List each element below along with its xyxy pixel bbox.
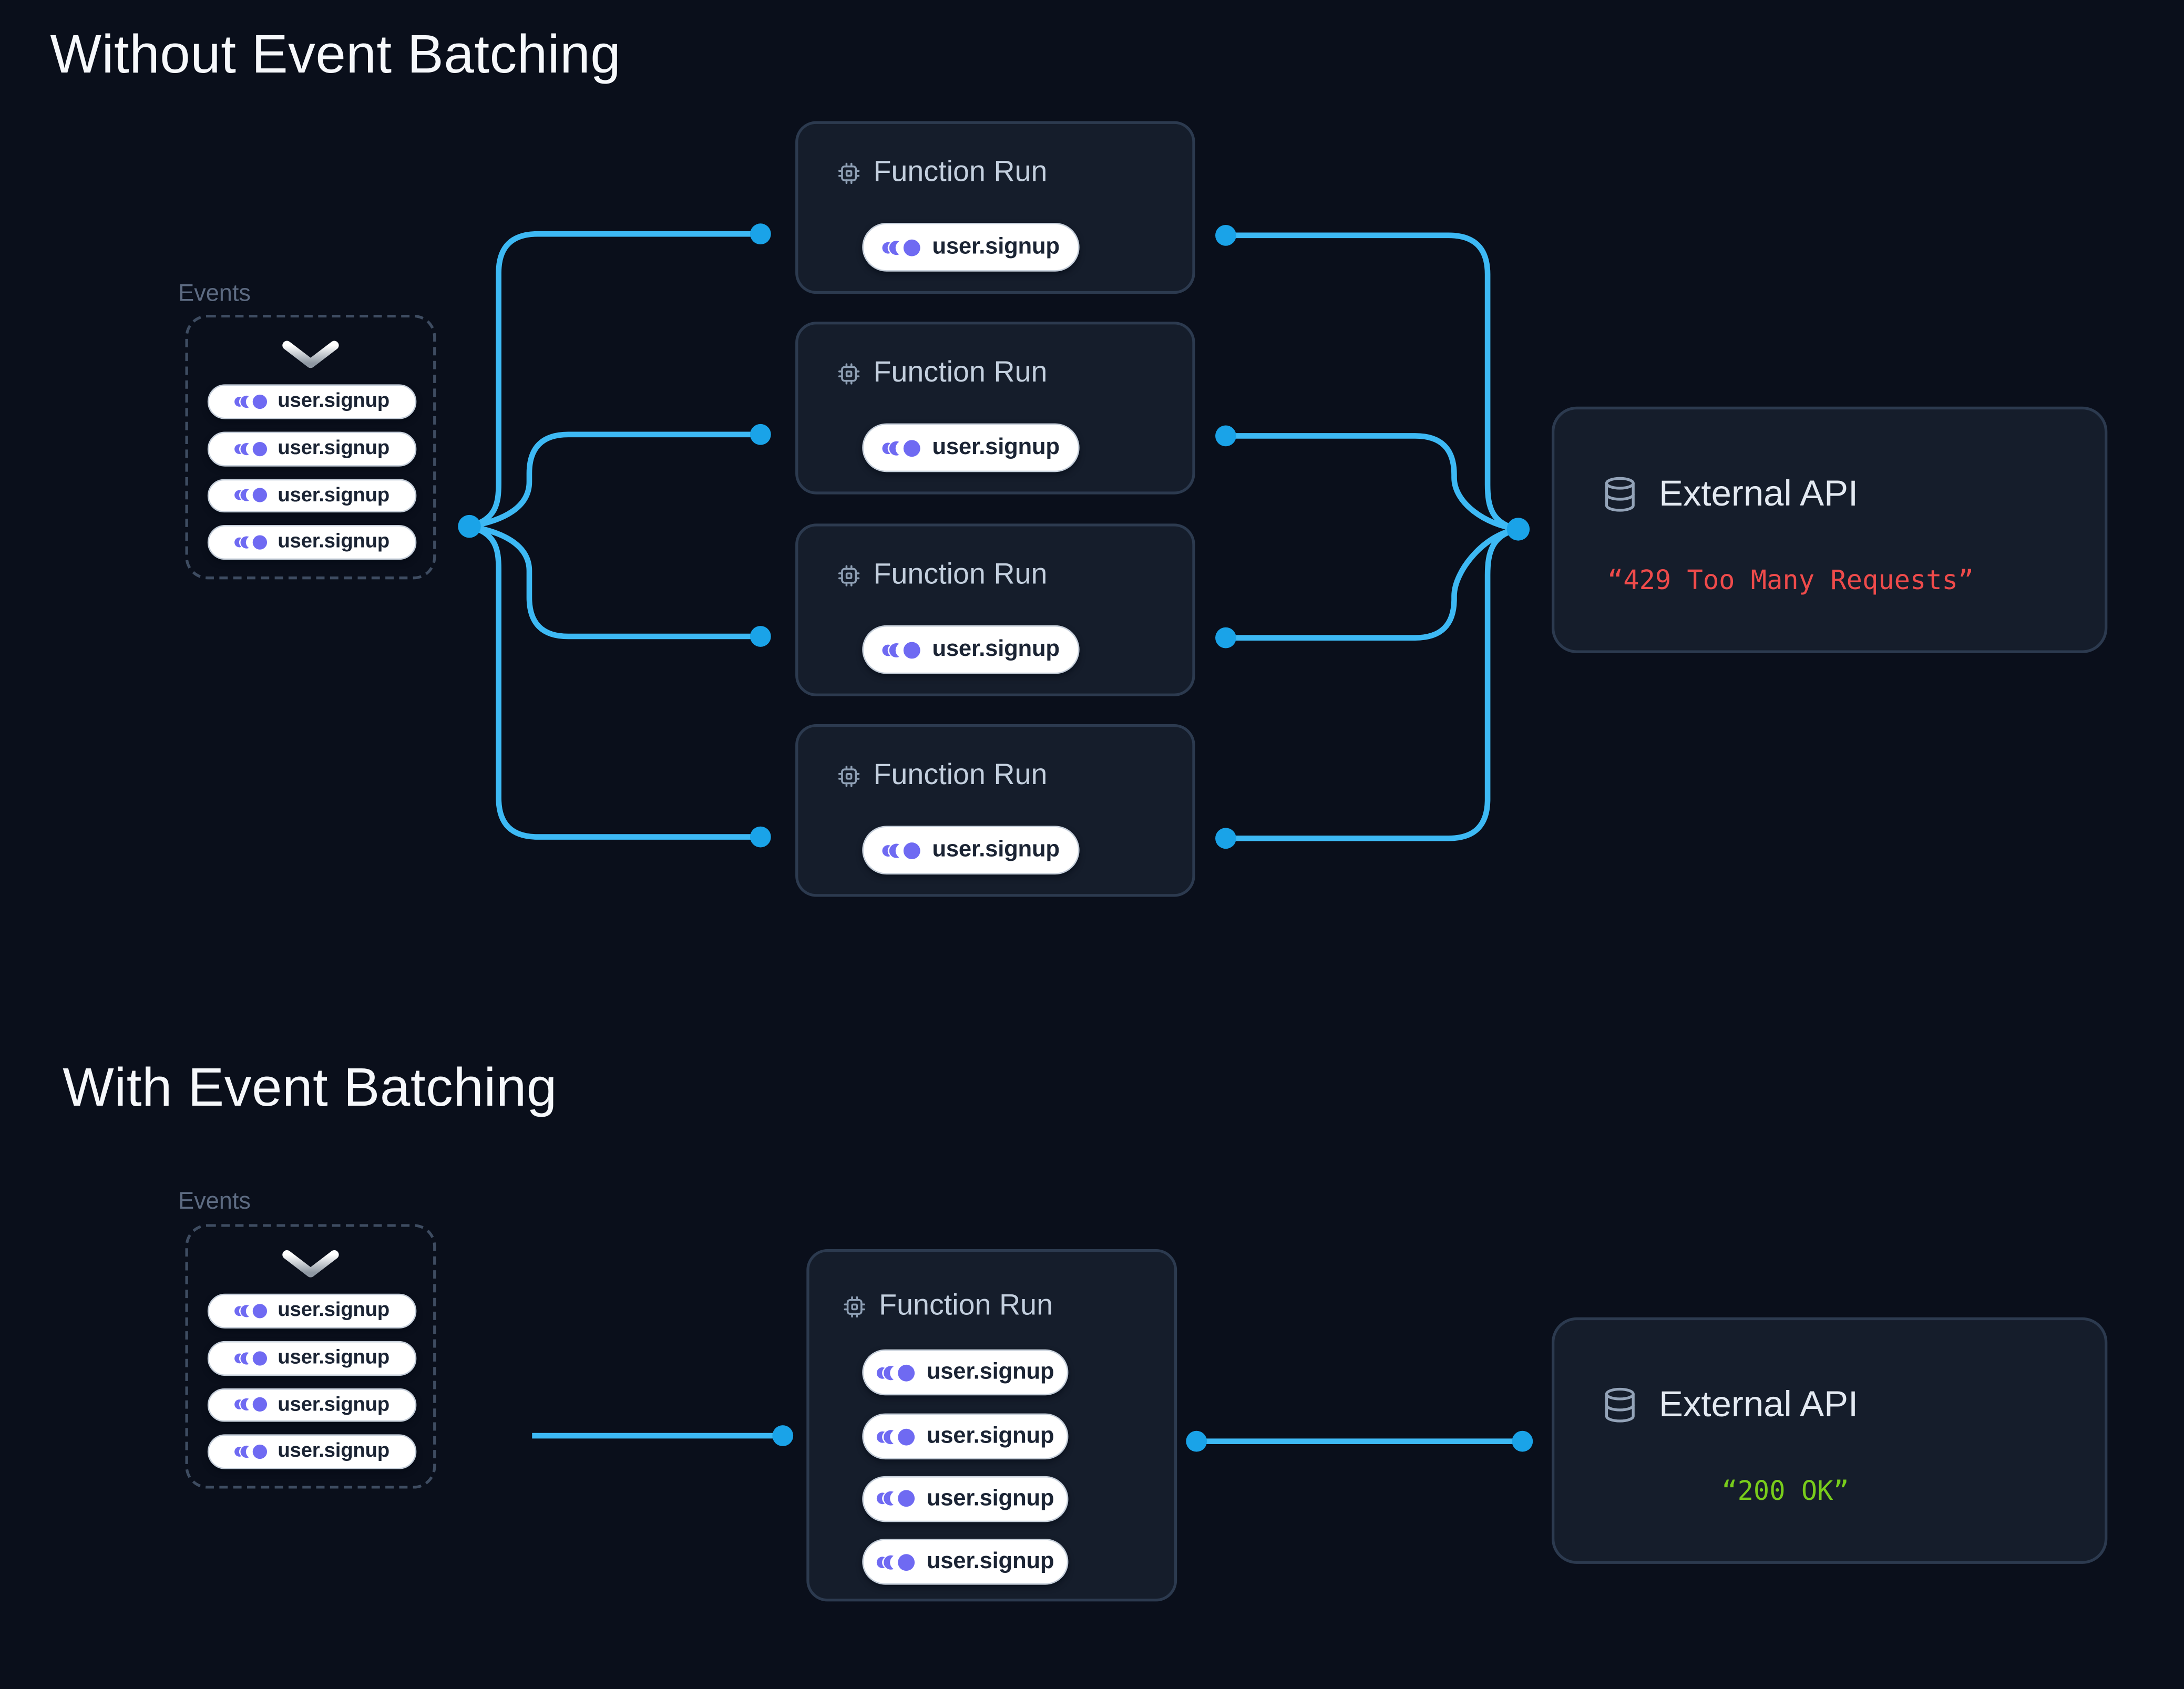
event-pill: user.signup bbox=[862, 1475, 1069, 1522]
event-pulse-icon bbox=[877, 1553, 915, 1570]
event-pulse-icon bbox=[883, 641, 921, 658]
function-run-card: Function Run user.signup bbox=[795, 724, 1195, 897]
events-queue-box: user.signup user.signup user.signup user… bbox=[185, 1224, 436, 1489]
event-pill: user.signup bbox=[862, 826, 1080, 875]
event-pill-label: user.signup bbox=[278, 1393, 390, 1416]
event-pulse-icon bbox=[235, 534, 268, 550]
event-pill-label: user.signup bbox=[932, 837, 1060, 862]
external-api-title: External API bbox=[1659, 1383, 1859, 1425]
event-pulse-icon bbox=[235, 1351, 268, 1365]
database-icon bbox=[1605, 476, 1635, 511]
event-pill: user.signup bbox=[207, 1434, 417, 1469]
event-pill-label: user.signup bbox=[278, 1440, 390, 1463]
event-pill: user.signup bbox=[862, 222, 1080, 272]
function-run-card: Function Run user.signup bbox=[795, 322, 1195, 495]
event-pulse-icon bbox=[235, 1444, 268, 1459]
cpu-icon bbox=[838, 362, 860, 384]
api-response-error: “429 Too Many Requests” bbox=[1607, 565, 1974, 596]
event-pulse-icon bbox=[877, 1364, 915, 1381]
event-pill: user.signup bbox=[862, 1349, 1069, 1396]
function-run-title: Function Run bbox=[879, 1289, 1053, 1322]
chevron-down-icon bbox=[282, 341, 339, 368]
event-pill: user.signup bbox=[862, 1413, 1069, 1460]
event-pulse-icon bbox=[235, 1303, 268, 1318]
external-api-card: External API “429 Too Many Requests” bbox=[1551, 406, 2108, 653]
event-pill: user.signup bbox=[862, 423, 1080, 472]
event-pill: user.signup bbox=[207, 384, 417, 419]
events-label: Events bbox=[178, 1188, 251, 1214]
cpu-icon bbox=[844, 1295, 865, 1317]
function-run-card: Function Run user.signup bbox=[795, 523, 1195, 696]
event-pill: user.signup bbox=[207, 431, 417, 466]
section-title-without-batching: Without Event Batching bbox=[50, 25, 621, 85]
events-queue-box: user.signup user.signup user.signup user… bbox=[185, 314, 436, 580]
cpu-icon bbox=[838, 765, 860, 787]
cpu-icon bbox=[838, 162, 860, 183]
event-pill: user.signup bbox=[207, 478, 417, 513]
database-icon bbox=[1605, 1387, 1635, 1422]
event-pill: user.signup bbox=[862, 1539, 1069, 1585]
event-pulse-icon bbox=[883, 239, 921, 256]
api-response-success: “200 OK” bbox=[1721, 1476, 1849, 1507]
event-pill-label: user.signup bbox=[926, 1485, 1054, 1510]
event-pill-label: user.signup bbox=[278, 484, 390, 507]
chevron-down-icon bbox=[282, 1250, 339, 1278]
external-api-card: External API “200 OK” bbox=[1551, 1317, 2108, 1564]
event-pill-label: user.signup bbox=[278, 1300, 390, 1322]
external-api-title: External API bbox=[1659, 472, 1859, 514]
event-pulse-icon bbox=[235, 1397, 268, 1412]
fan-out-connectors bbox=[468, 231, 761, 840]
function-run-title: Function Run bbox=[873, 558, 1048, 591]
function-run-title: Function Run bbox=[873, 759, 1048, 791]
event-pill-label: user.signup bbox=[926, 1359, 1054, 1385]
event-pulse-icon bbox=[883, 841, 921, 859]
function-run-title: Function Run bbox=[873, 356, 1048, 389]
event-pill-label: user.signup bbox=[932, 434, 1060, 460]
event-pulse-icon bbox=[883, 439, 921, 456]
event-pill: user.signup bbox=[207, 1341, 417, 1375]
function-run-card-batched: Function Run user.signup user.signup use… bbox=[806, 1249, 1177, 1602]
event-pill-label: user.signup bbox=[926, 1423, 1054, 1448]
events-label: Events bbox=[178, 280, 251, 306]
function-run-card: Function Run user.signup bbox=[795, 121, 1195, 294]
event-pill: user.signup bbox=[207, 1293, 417, 1328]
event-pill-label: user.signup bbox=[278, 437, 390, 460]
event-pulse-icon bbox=[877, 1490, 915, 1507]
event-pulse-icon bbox=[877, 1428, 915, 1445]
event-pill-label: user.signup bbox=[278, 531, 390, 553]
event-pulse-icon bbox=[235, 441, 268, 456]
event-pill: user.signup bbox=[862, 625, 1080, 674]
event-pill-label: user.signup bbox=[278, 1347, 390, 1369]
cpu-icon bbox=[838, 564, 860, 586]
event-pill-label: user.signup bbox=[932, 234, 1060, 259]
event-pill-label: user.signup bbox=[932, 636, 1060, 662]
event-pulse-icon bbox=[235, 394, 268, 409]
event-pill: user.signup bbox=[207, 1387, 417, 1422]
event-pill: user.signup bbox=[207, 525, 417, 559]
event-pill-label: user.signup bbox=[278, 390, 390, 413]
section-title-with-batching: With Event Batching bbox=[63, 1058, 557, 1118]
event-pulse-icon bbox=[235, 488, 268, 503]
event-pill-label: user.signup bbox=[926, 1548, 1054, 1574]
fan-in-connectors bbox=[1225, 232, 1519, 841]
function-run-title: Function Run bbox=[873, 156, 1048, 188]
